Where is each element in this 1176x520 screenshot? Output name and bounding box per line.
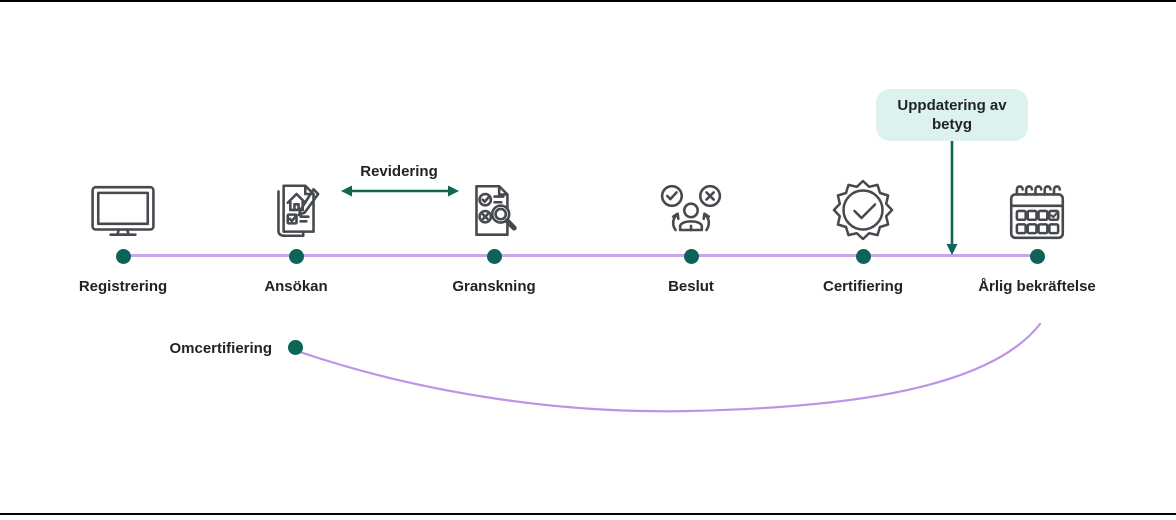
bottom-frame-line	[0, 513, 1176, 515]
step-label-registrering: Registrering	[78, 278, 168, 295]
application-form-icon	[263, 180, 329, 242]
decision-person-icon	[658, 180, 724, 242]
timeline-dot	[486, 248, 502, 264]
update-badge: Uppdatering av betyg	[876, 89, 1028, 141]
step-label-granskning: Granskning	[452, 278, 536, 295]
timeline-dot	[683, 248, 699, 264]
timeline-dot	[855, 248, 871, 264]
recertification-label: Omcertifiering	[169, 340, 272, 357]
monitor-icon	[90, 180, 156, 242]
timeline-dot	[288, 248, 304, 264]
revision-label: Revidering	[360, 163, 438, 180]
timeline-dot	[1029, 248, 1045, 264]
review-checklist-icon	[461, 180, 527, 242]
recertification-dot	[287, 339, 303, 355]
certificate-seal-icon	[830, 179, 896, 242]
update-badge-label: Uppdatering av betyg	[897, 97, 1007, 133]
step-label-beslut: Beslut	[668, 278, 714, 295]
timeline-dot	[115, 248, 131, 264]
step-label-ansokan: Ansökan	[264, 278, 328, 295]
update-down-arrow-icon	[946, 141, 958, 255]
calendar-icon	[1004, 180, 1070, 242]
step-label-certifiering: Certifiering	[822, 278, 903, 295]
revision-double-arrow-icon	[341, 185, 459, 197]
step-label-arlig-bekraftelse: Årlig bekräftelse	[978, 278, 1096, 295]
timeline-line	[123, 254, 1037, 257]
top-frame-line	[0, 0, 1176, 2]
